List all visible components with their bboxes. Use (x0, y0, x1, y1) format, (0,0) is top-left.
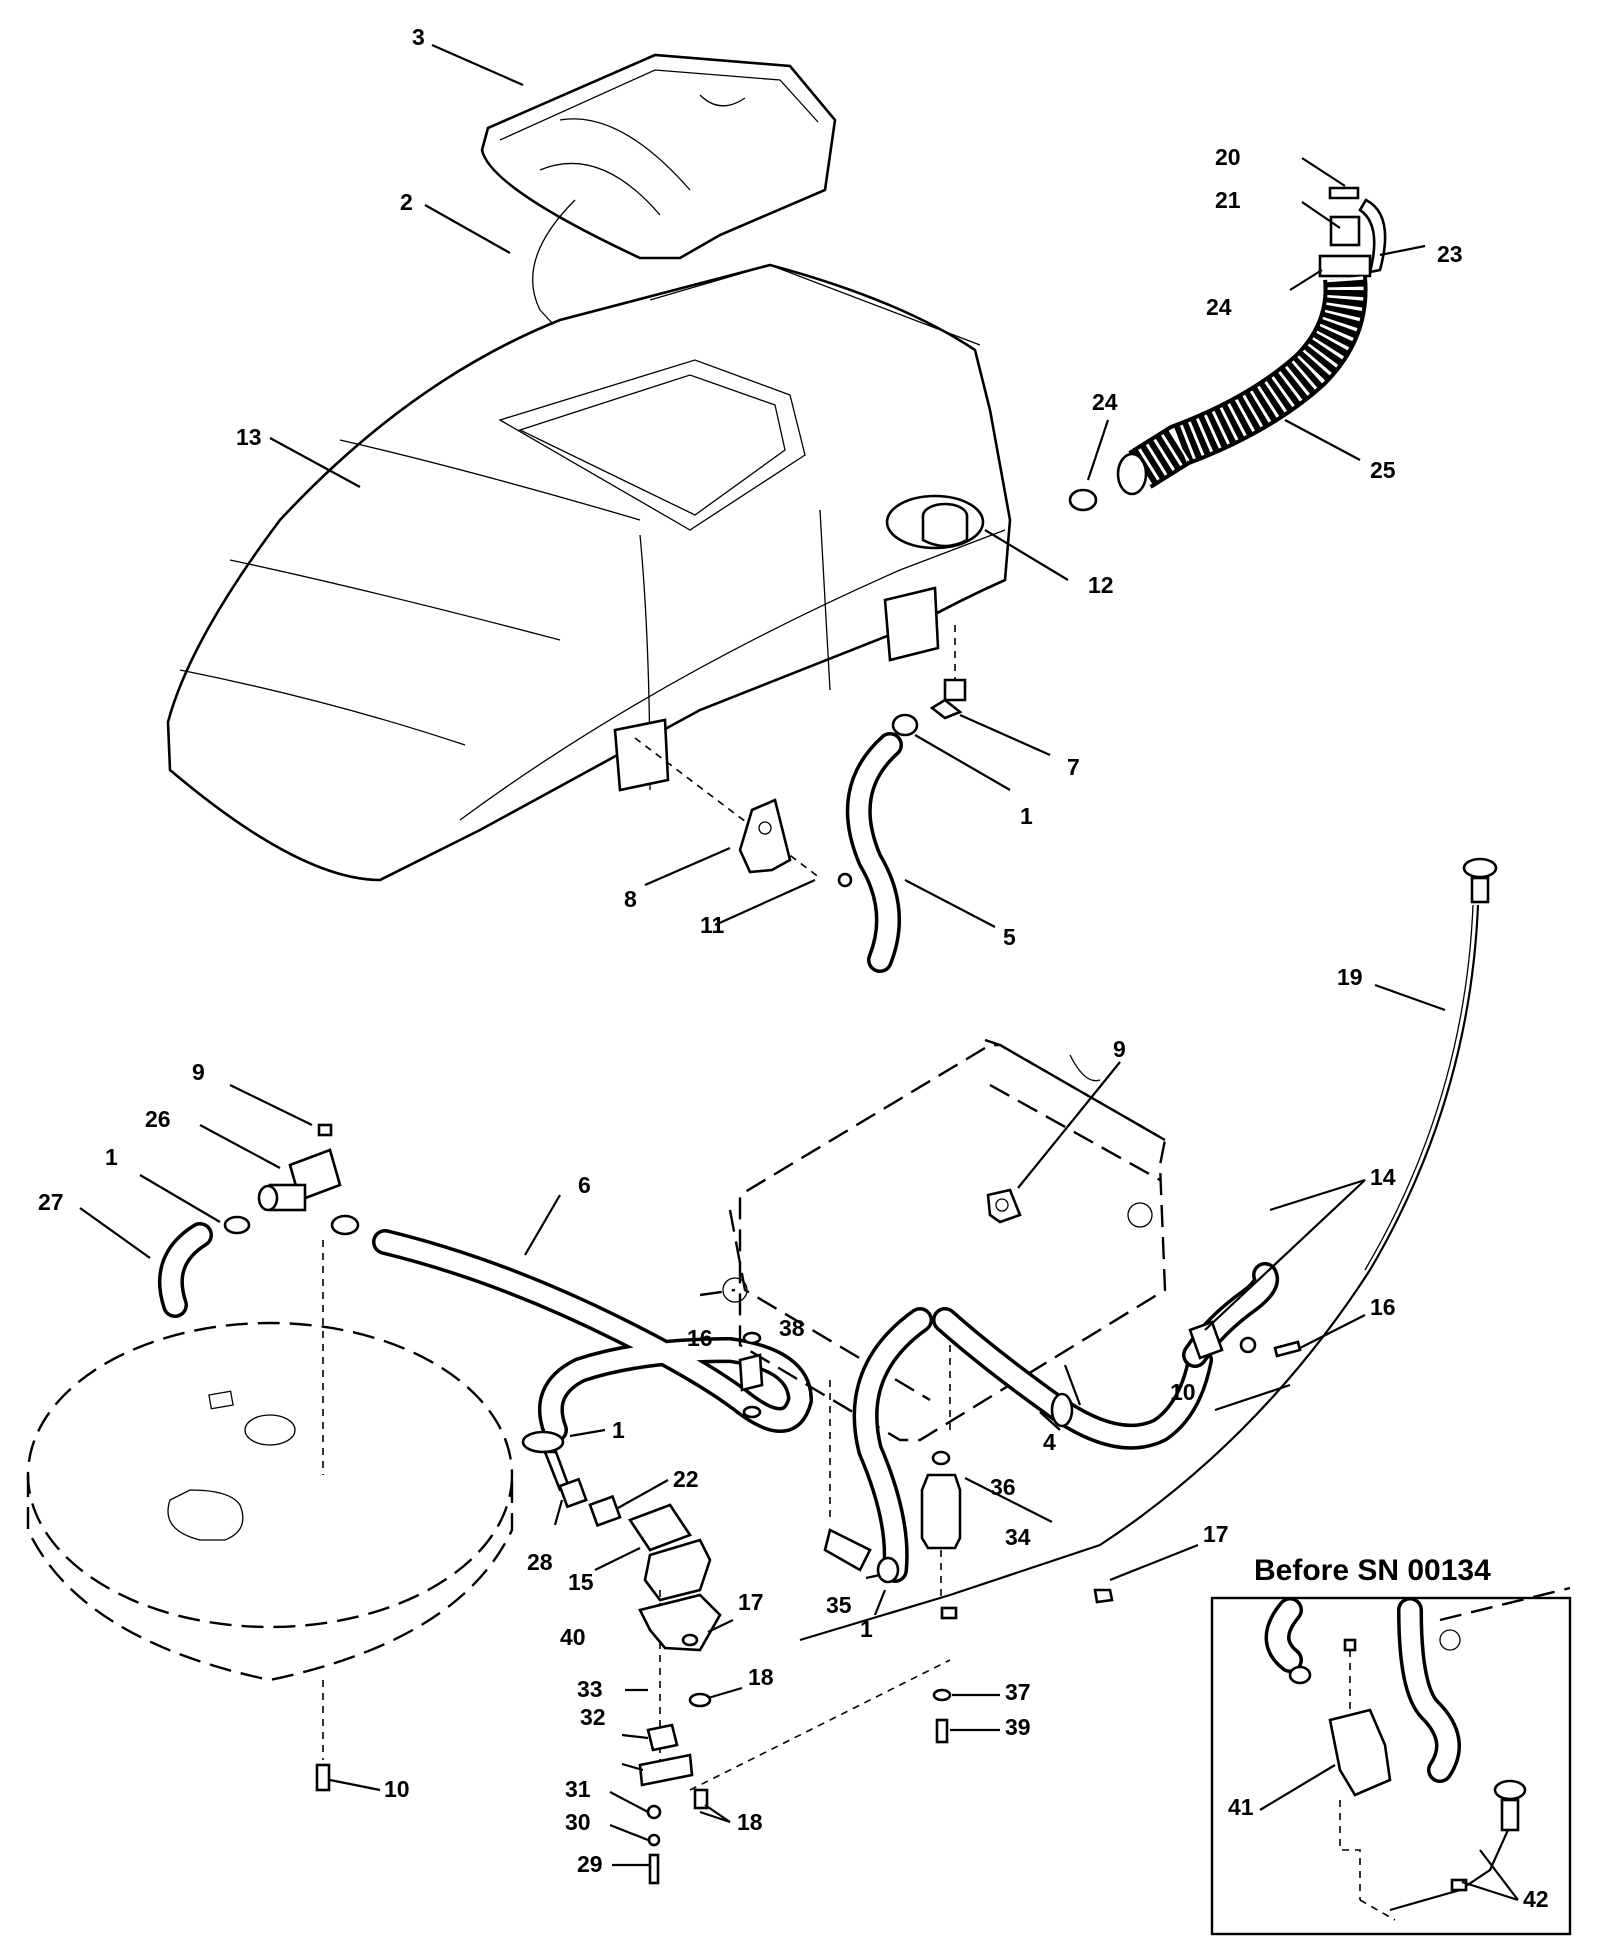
elbow-fitting-part (891, 625, 967, 737)
callout-34: 34 (1005, 1524, 1031, 1550)
callout-15: 15 (568, 1569, 594, 1595)
callout-2: 2 (400, 189, 413, 215)
callout-30: 30 (565, 1809, 591, 1835)
callout-12: 12 (1088, 572, 1114, 598)
inset-before-sn (1210, 1586, 1572, 1936)
callout-8: 8 (624, 886, 637, 912)
callout-5: 5 (1003, 924, 1016, 950)
cable-part (799, 857, 1498, 1642)
body-shell-part (166, 263, 1012, 882)
callout-1: 1 (860, 1616, 873, 1642)
callout-7: 7 (1067, 754, 1080, 780)
bracket-40 (638, 1593, 951, 1885)
callout-38: 38 (779, 1315, 805, 1341)
callout-17: 17 (1203, 1521, 1229, 1547)
callout-20: 20 (1215, 144, 1241, 170)
callout-42: 42 (1523, 1886, 1549, 1912)
callout-11: 11 (700, 912, 725, 938)
callout-31: 31 (565, 1776, 591, 1802)
callout-16: 16 (687, 1325, 713, 1351)
callout-24: 24 (1092, 389, 1118, 415)
callout-41: 41 (1228, 1794, 1254, 1820)
callout-4: 4 (1043, 1429, 1056, 1455)
latch-part (634, 737, 853, 888)
callout-27: 27 (38, 1189, 64, 1215)
hose-4 (932, 1307, 1213, 1450)
callout-10: 10 (1170, 1379, 1196, 1405)
callout-37: 37 (1005, 1679, 1031, 1705)
standoff-34 (920, 1450, 962, 1600)
callout-6: 6 (578, 1172, 591, 1198)
hose-27 (157, 1222, 213, 1318)
callout-33: 33 (577, 1676, 603, 1702)
hose-center (852, 1307, 933, 1583)
callout-13: 13 (236, 424, 262, 450)
callout-19: 19 (1337, 964, 1363, 990)
drain-hose-assembly (1068, 186, 1387, 512)
callout-24: 24 (1206, 294, 1232, 320)
callout-36: 36 (990, 1474, 1016, 1500)
callout-1: 1 (612, 1417, 625, 1443)
inset-title: Before SN 00134 (1254, 1554, 1491, 1587)
callout-1: 1 (105, 1144, 118, 1170)
mounting-frame (699, 1038, 1167, 1520)
callout-21: 21 (1215, 187, 1241, 213)
callout-labels: 3 2 13 20 21 23 24 24 25 12 7 1 8 11 5 1… (38, 24, 1549, 1912)
leader-lines (79, 43, 1519, 1902)
washer-37 (932, 1588, 1114, 1744)
callout-17: 17 (738, 1589, 764, 1615)
callout-1: 1 (1020, 803, 1033, 829)
base-plate-part (26, 1240, 514, 1792)
callout-3: 3 (412, 24, 425, 50)
callout-25: 25 (1370, 457, 1396, 483)
callout-22: 22 (673, 1466, 699, 1492)
callout-35: 35 (826, 1592, 852, 1618)
callout-14: 14 (1370, 1164, 1396, 1190)
lid-part (480, 53, 837, 260)
fitting-35 (823, 1528, 900, 1584)
callout-10: 10 (384, 1776, 410, 1802)
hose-14 (1182, 1262, 1302, 1368)
valve-part (223, 1123, 360, 1236)
callout-18: 18 (748, 1664, 774, 1690)
hose-5 (845, 732, 903, 973)
callout-9: 9 (1113, 1036, 1126, 1062)
fitting-chain (521, 1430, 712, 1760)
callout-9: 9 (192, 1059, 205, 1085)
callout-39: 39 (1005, 1714, 1031, 1740)
callout-23: 23 (1437, 241, 1463, 267)
callout-28: 28 (527, 1549, 553, 1575)
callout-29: 29 (577, 1851, 603, 1877)
callout-32: 32 (580, 1704, 606, 1730)
callout-18: 18 (737, 1809, 763, 1835)
callout-26: 26 (145, 1106, 171, 1132)
callout-40: 40 (560, 1624, 586, 1650)
clamp-38 (738, 1331, 764, 1419)
hose-6 (372, 1229, 814, 1443)
callout-16: 16 (1370, 1294, 1396, 1320)
